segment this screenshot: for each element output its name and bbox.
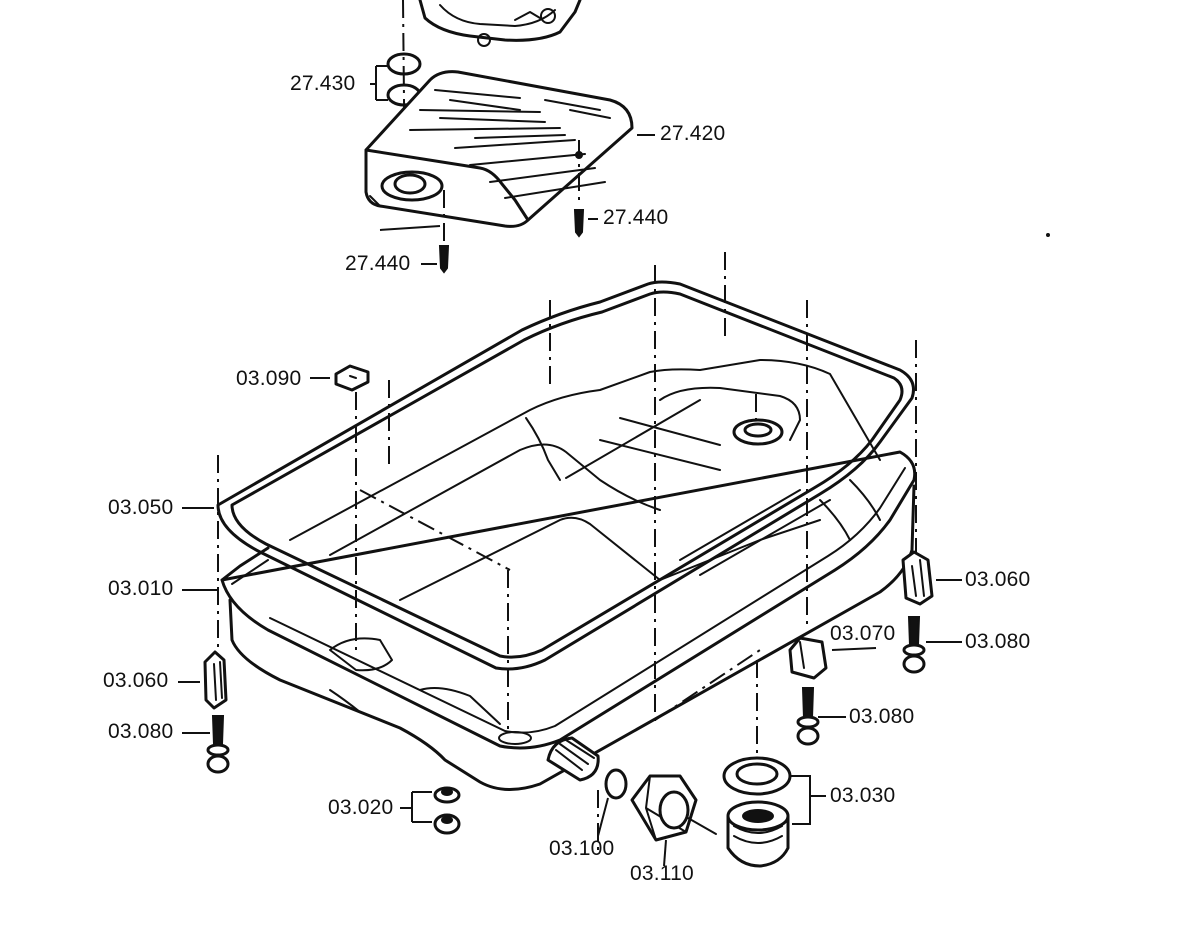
part-label-03-060-right: 03.060	[965, 568, 1031, 591]
part-label-03-050: 03.050	[108, 496, 174, 519]
pan-gasket	[216, 280, 915, 671]
filter-screw-right	[573, 140, 585, 238]
part-label-27-440-left: 27.440	[345, 252, 411, 275]
retaining-clip-mid	[788, 636, 877, 680]
clamp-right	[901, 550, 934, 606]
bolt-middle	[796, 687, 820, 746]
valve-body-fragment	[418, 0, 582, 47]
part-label-27-440-right: 27.440	[603, 206, 669, 229]
clamp-left	[203, 650, 228, 710]
part-label-03-090: 03.090	[236, 367, 302, 390]
part-label-03-110: 03.110	[630, 862, 694, 885]
part-label-03-100: 03.100	[549, 837, 615, 860]
part-label-27-420: 27.420	[660, 122, 726, 145]
filler-neck	[546, 736, 600, 782]
retaining-clip-small	[334, 364, 370, 392]
part-label-03-080-right: 03.080	[965, 630, 1031, 653]
part-label-03-060-left: 03.060	[103, 669, 169, 692]
bolt-left	[206, 715, 230, 774]
hex-nut	[630, 774, 717, 842]
part-label-03-080-left: 03.080	[108, 720, 174, 743]
drain-seal	[722, 756, 792, 796]
filter-screw-left	[438, 190, 450, 274]
part-label-03-020: 03.020	[328, 796, 394, 819]
bracket-line	[379, 225, 441, 231]
assembly-axes	[217, 252, 917, 850]
leader-lines	[178, 65, 962, 867]
part-label-03-010: 03.010	[108, 577, 174, 600]
part-label-03-070: 03.070	[830, 622, 896, 645]
part-label-03-080-mid: 03.080	[849, 705, 915, 728]
part-label-03-030: 03.030	[830, 784, 896, 807]
washer-nut-set	[433, 786, 461, 835]
bolt-right	[902, 616, 926, 674]
drain-plug	[726, 800, 790, 868]
o-ring-filler	[604, 768, 628, 800]
part-label-27-430: 27.430	[290, 72, 356, 95]
filter-screen	[364, 70, 634, 228]
